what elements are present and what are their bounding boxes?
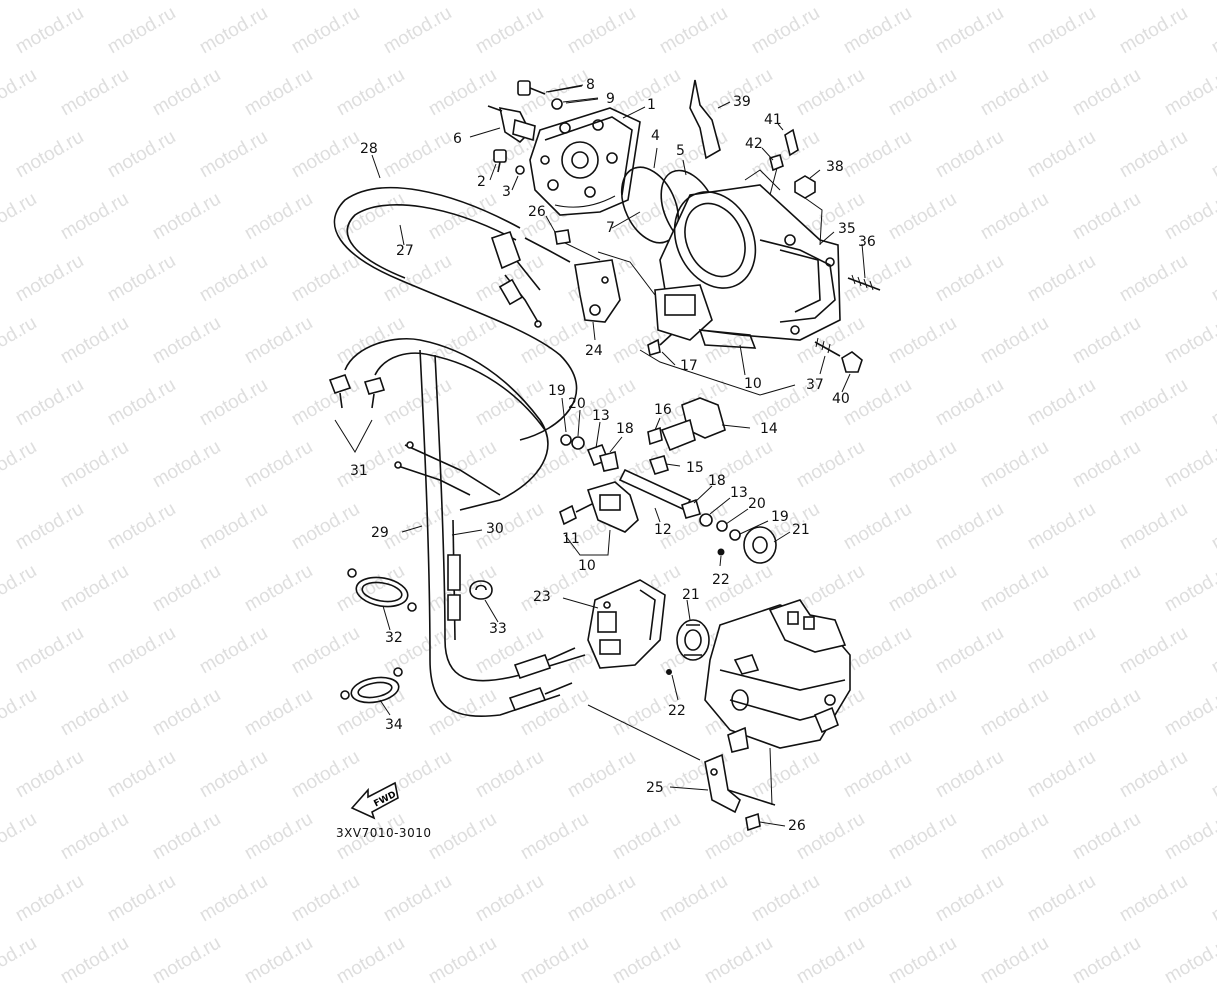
cable-bracket [574, 259, 621, 323]
part-label-31: 31 [350, 463, 368, 479]
part-label-21: 21 [792, 522, 810, 538]
part-label-39: 39 [733, 94, 751, 110]
part-label-22: 22 [668, 703, 686, 719]
watermark-text: motod.ru [425, 932, 501, 989]
part-label-23: 23 [533, 589, 551, 605]
part-label-5: 5 [676, 143, 685, 159]
pulley-upper [717, 526, 777, 564]
watermark-text: motod.ru [241, 932, 317, 989]
part-label-38: 38 [826, 159, 844, 175]
valve-housing [559, 481, 639, 556]
part-label-32: 32 [385, 630, 403, 646]
part-label-17: 17 [680, 358, 698, 374]
part-label-1: 1 [647, 97, 656, 113]
pulley-lower [666, 619, 710, 675]
part-label-26: 26 [788, 818, 806, 834]
part-label-27: 27 [396, 243, 414, 259]
watermark-text: motod.ru [57, 932, 133, 989]
watermark-text: motod.ru [701, 932, 777, 989]
cylinder-bolts [554, 229, 673, 357]
part-label-33: 33 [489, 621, 507, 637]
part-label-22: 22 [712, 572, 730, 588]
part-label-29: 29 [371, 525, 389, 541]
part-label-7: 7 [606, 220, 615, 236]
part-label-19: 19 [548, 383, 566, 399]
watermark-text: motod.ru [885, 932, 961, 989]
exhaust-valve-parts [689, 79, 823, 246]
part-label-10: 10 [744, 376, 762, 392]
part-label-42: 42 [745, 136, 763, 152]
watermark-text: motod.ru [149, 932, 225, 989]
studs-and-nuts [814, 274, 881, 373]
part-label-15: 15 [686, 460, 704, 476]
watermark-text: motod.ru [1069, 932, 1145, 989]
throttle-cables-upper [333, 186, 578, 441]
part-label-26: 26 [528, 204, 546, 220]
part-label-20: 20 [748, 496, 766, 512]
part-label-10: 10 [578, 558, 596, 574]
part-label-25: 25 [646, 780, 664, 796]
part-label-41: 41 [764, 112, 782, 128]
watermark-text: motod.ru [517, 932, 593, 989]
part-label-12: 12 [654, 522, 672, 538]
valve-shaft [560, 434, 741, 541]
part-label-30: 30 [486, 521, 504, 537]
part-label-35: 35 [838, 221, 856, 237]
part-label-3: 3 [502, 184, 511, 200]
part-label-34: 34 [385, 717, 403, 733]
watermark-text: motod.ru [977, 932, 1053, 989]
part-label-19: 19 [771, 509, 789, 525]
part-label-11: 11 [562, 531, 580, 547]
part-label-21: 21 [682, 587, 700, 603]
head-bolt [517, 80, 599, 110]
part-label-18: 18 [616, 421, 634, 437]
part-label-28: 28 [360, 141, 378, 157]
servo-motor-unit [704, 599, 851, 753]
part-label-8: 8 [586, 77, 595, 93]
part-label-2: 2 [477, 174, 486, 190]
cylinder-head [529, 107, 641, 216]
cable-clamps [340, 568, 493, 704]
exploded-parts-drawing: FWD [328, 79, 881, 832]
watermark-text: motod.ru [609, 932, 685, 989]
leader-lines [371, 85, 866, 827]
part-label-16: 16 [654, 402, 672, 418]
cable-holder-bracket [587, 579, 666, 669]
watermark-text: motod.ru [0, 932, 41, 989]
spark-plug [487, 105, 536, 144]
part-label-6: 6 [453, 131, 462, 147]
part-label-4: 4 [651, 128, 660, 144]
diagram-code: 3XV7010-3010 [336, 826, 432, 840]
part-label-24: 24 [585, 343, 603, 359]
cable-guide [647, 397, 726, 475]
throttle-cables-lower [328, 338, 586, 717]
part-label-36: 36 [858, 234, 876, 250]
part-label-14: 14 [760, 421, 778, 437]
part-label-13: 13 [730, 485, 748, 501]
mount-bracket [587, 704, 776, 832]
watermark-text: motod.ru [1161, 932, 1217, 989]
part-label-18: 18 [708, 473, 726, 489]
watermark-text: motod.ru [793, 932, 869, 989]
diagram-canvas: motod.ru motod.ru motod.ru motod.ru motod.ru… [0, 3, 1217, 989]
part-label-37: 37 [806, 377, 824, 393]
fwd-arrow-icon [350, 781, 399, 820]
part-label-9: 9 [606, 91, 615, 107]
watermark-text: motod.ru [333, 932, 409, 989]
part-label-20: 20 [568, 396, 586, 412]
drain-plug [493, 149, 525, 175]
part-label-13: 13 [592, 408, 610, 424]
cylinder-block [654, 184, 841, 349]
part-label-40: 40 [832, 391, 850, 407]
